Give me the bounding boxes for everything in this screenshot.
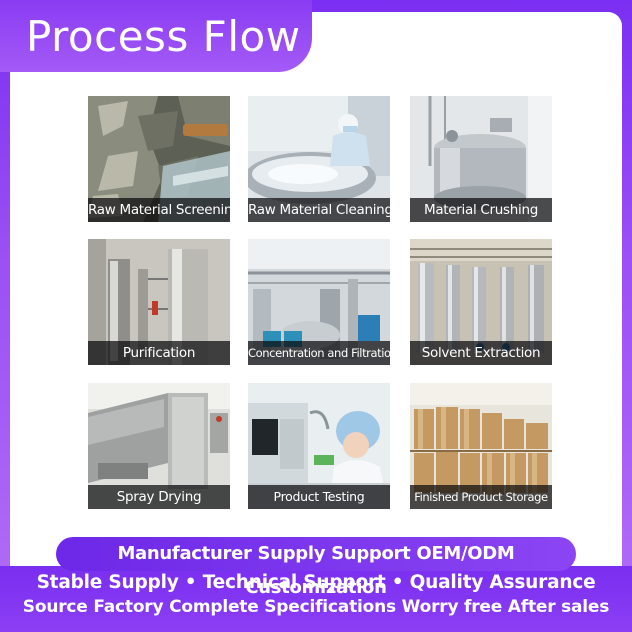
step-tile-material-crushing: Material Crushing [410, 96, 552, 222]
step-label: Finished Product Storage [410, 485, 552, 509]
step-label: Product Testing [248, 485, 390, 509]
step-tile-concentration-and-filtration: Concentration and Filtration [248, 239, 390, 365]
footer-tagline: Stable Supply • Technical Support • Qual… [36, 572, 596, 593]
storage-photo [410, 383, 552, 509]
step-label: Raw Material Cleaning [248, 198, 390, 222]
footer-subtagline: Source Factory Complete Specifications W… [22, 597, 610, 617]
step-tile-solvent-extraction: Solvent Extraction [410, 239, 552, 365]
step-label: Raw Material Screening [88, 198, 230, 222]
step-tile-finished-product-storage: Finished Product Storage [410, 383, 552, 509]
step-tile-product-testing: Product Testing [248, 383, 390, 509]
step-label: Purification [88, 341, 230, 365]
step-tile-raw-material-cleaning: Raw Material Cleaning [248, 96, 390, 222]
step-label: Concentration and Filtration [248, 341, 390, 365]
page-title: Process Flow [26, 12, 301, 61]
step-tile-spray-drying: Spray Drying [88, 383, 230, 509]
step-label: Spray Drying [88, 485, 230, 509]
step-tile-raw-material-screening: Raw Material Screening [88, 96, 230, 222]
title-tab: Process Flow [0, 0, 312, 72]
step-label: Material Crushing [410, 198, 552, 222]
footer-bar: Stable Supply • Technical Support • Qual… [0, 566, 632, 632]
step-label: Solvent Extraction [410, 341, 552, 365]
step-tile-purification: Purification [88, 239, 230, 365]
oem-odm-banner: Manufacturer Supply Support OEM/ODM Cust… [56, 537, 576, 598]
